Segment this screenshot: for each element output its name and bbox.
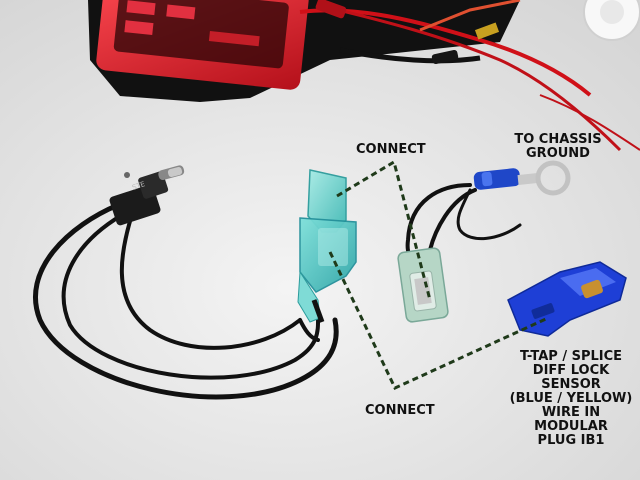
connect-bottom-label: CONNECT — [365, 403, 435, 418]
to-chassis-ground-label: TO CHASSIS GROUND — [514, 132, 602, 161]
connect-top-line — [336, 159, 432, 301]
callout-lines — [328, 159, 549, 390]
connect-bottom-line — [328, 251, 549, 390]
multimeter-icon — [88, 0, 640, 152]
ttap-splice-label: T-TAP / SPLICE DIFF LOCK SENSOR (BLUE / … — [509, 349, 633, 448]
switch-wire-loop — [33, 202, 339, 400]
switch-brand-text: STE — [131, 180, 146, 192]
toggle-switch-icon: STE — [109, 165, 185, 226]
spade-connector-icon — [297, 169, 357, 323]
ring-terminal-icon — [473, 160, 571, 196]
t-tap-connector-icon — [507, 261, 627, 337]
female-spade-connector-icon — [397, 247, 449, 323]
connect-top-label: CONNECT — [356, 142, 426, 157]
